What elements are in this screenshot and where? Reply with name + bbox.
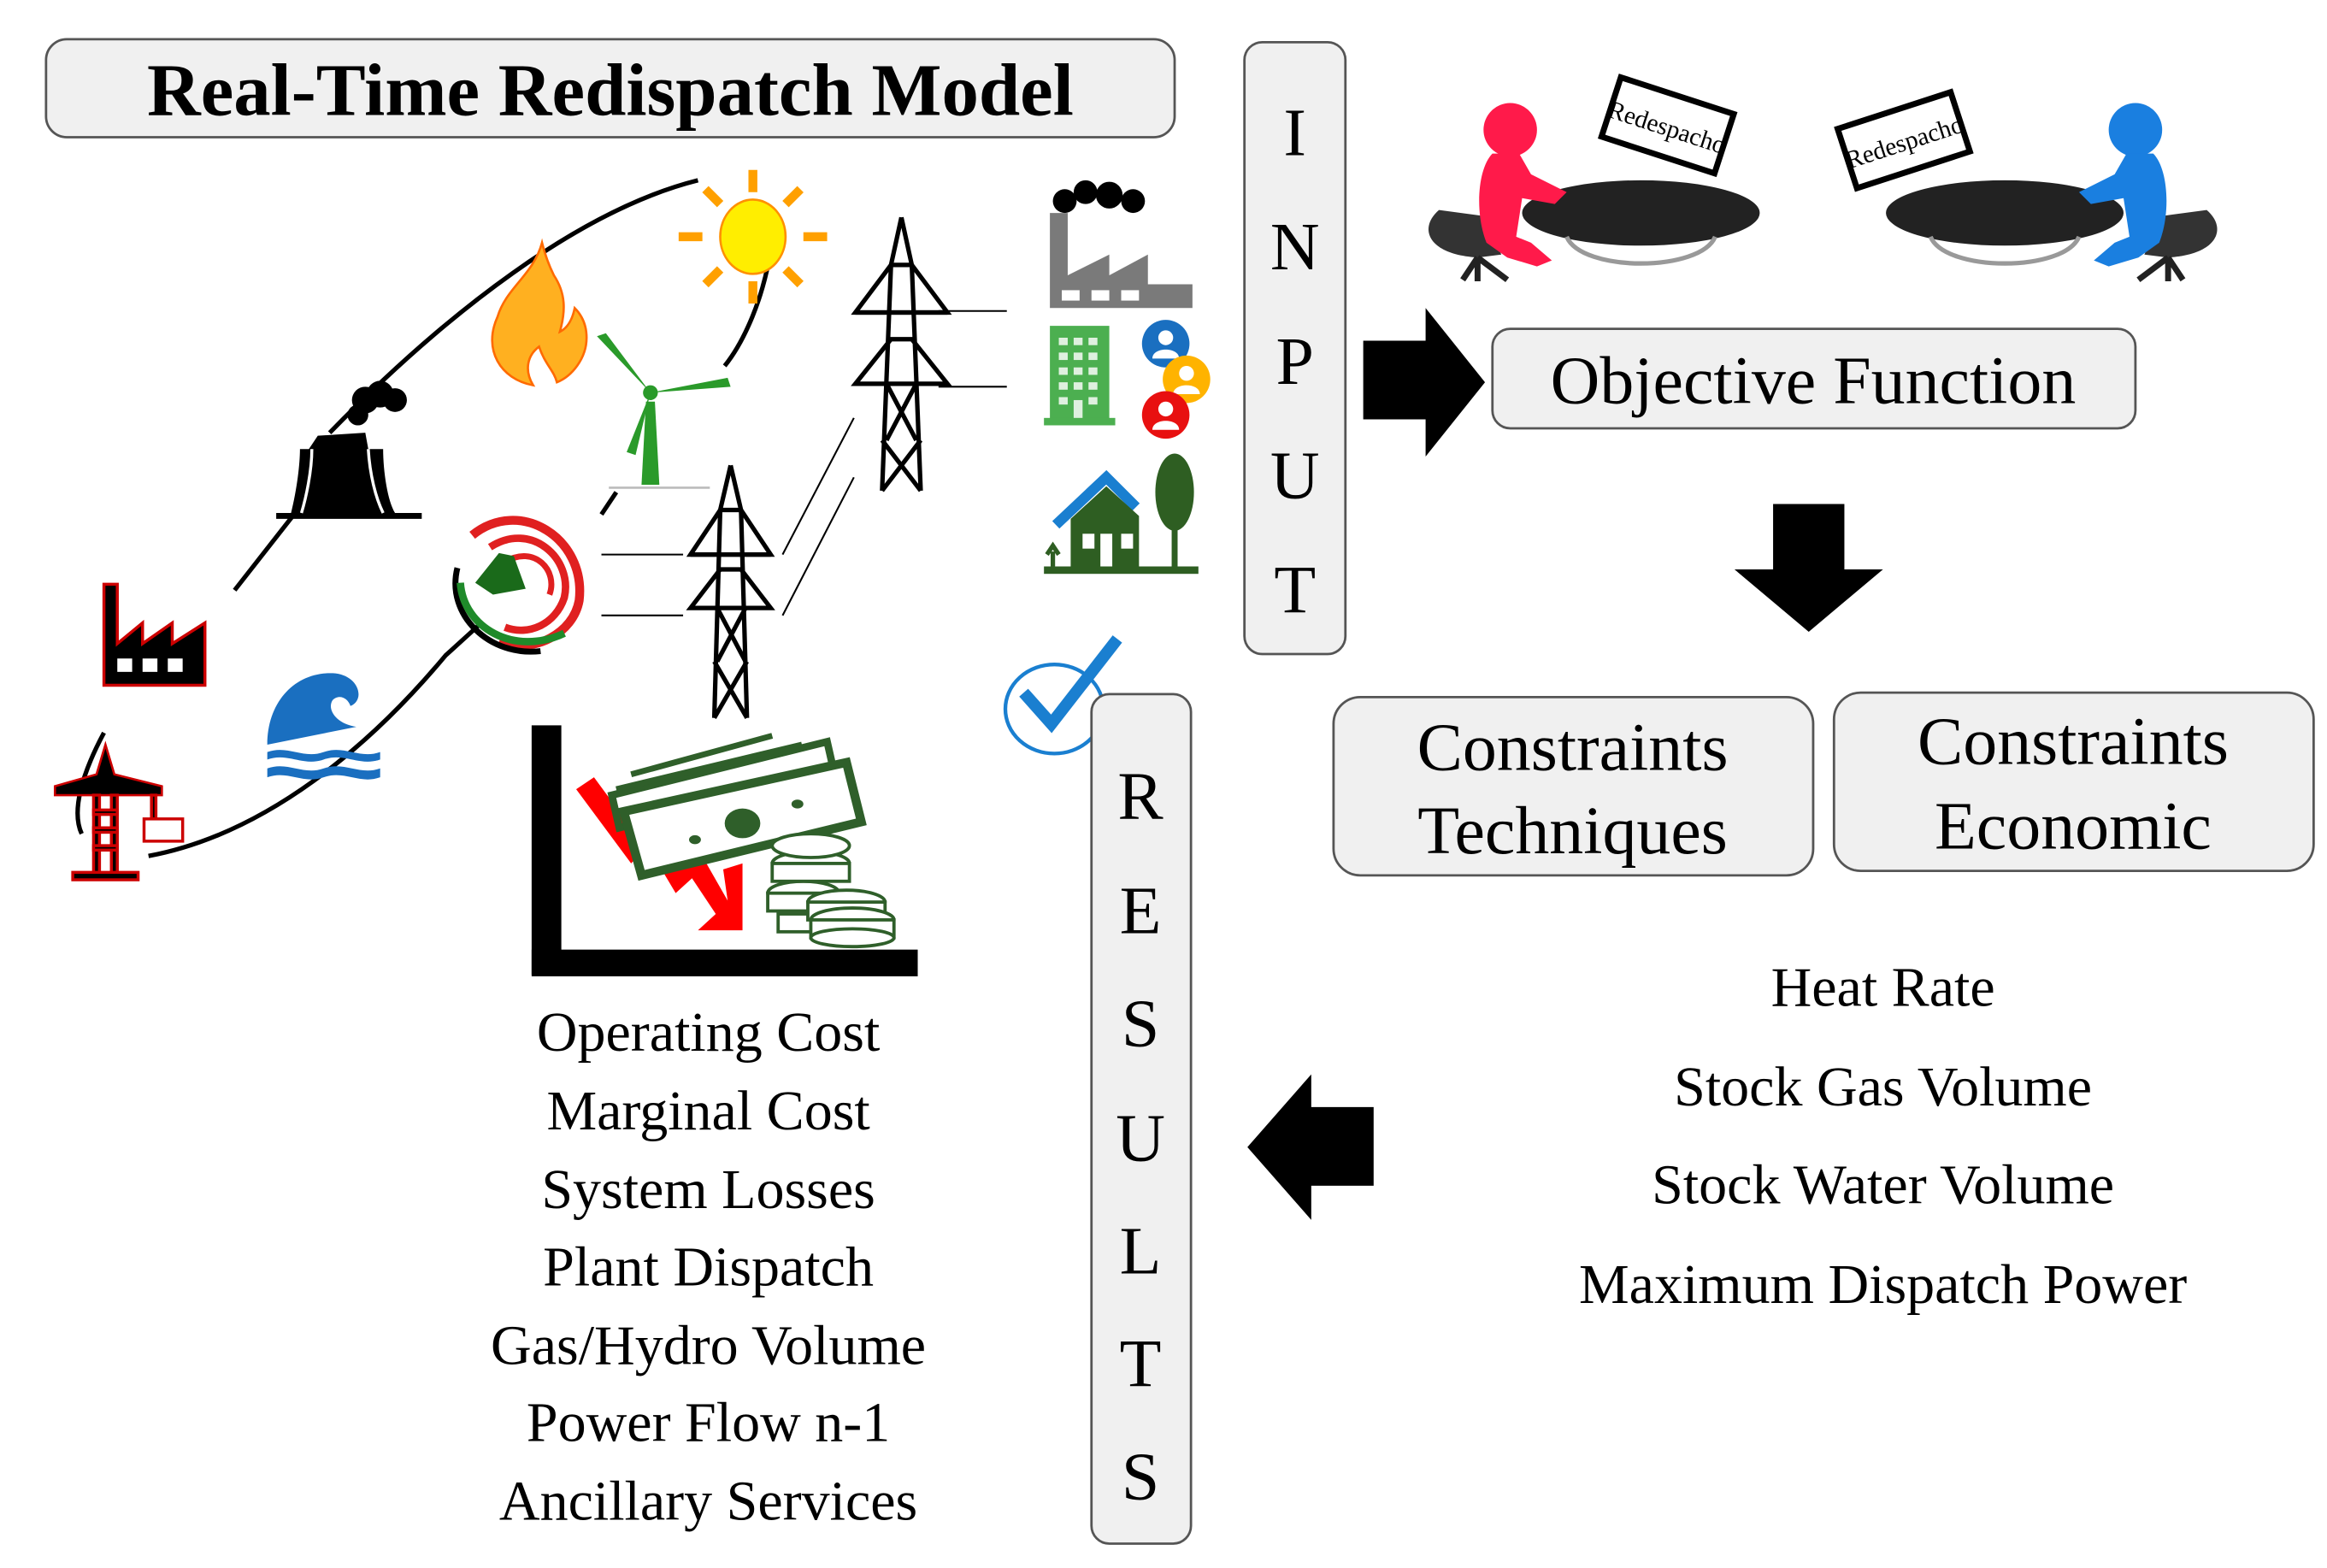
coins-icon — [766, 832, 896, 949]
constraints-economic-box: Constraints Economic — [1832, 691, 2315, 873]
operator-left-icon: Redespacho — [1429, 74, 1760, 283]
residential-house-icon — [1044, 453, 1199, 575]
result-item: Plant Dispatch — [543, 1235, 874, 1298]
transmission-tower-icon — [851, 216, 952, 492]
transmission-tower-icon — [686, 464, 775, 720]
results-letter: E — [1120, 874, 1162, 949]
constraint-item: Stock Gas Volume — [1674, 1056, 2092, 1118]
input-letter: I — [1283, 95, 1306, 170]
input-box: I N P U T — [1243, 40, 1347, 656]
result-items-list: Operating Cost Marginal Cost System Loss… — [491, 1001, 926, 1533]
tower-links — [601, 309, 1007, 616]
money-bills-icon — [607, 733, 867, 881]
input-letter: P — [1276, 324, 1314, 399]
results-letter: L — [1120, 1213, 1162, 1288]
constraint-item: Heat Rate — [1771, 957, 1995, 1019]
operator-right-icon: Redespacho — [1834, 88, 2218, 283]
input-letter: T — [1274, 552, 1316, 628]
customer-avatar-icon — [1141, 320, 1211, 439]
result-item: Gas/Hydro Volume — [491, 1314, 926, 1376]
result-item: System Losses — [541, 1158, 875, 1221]
constraints-techniques-frame — [1332, 695, 1815, 877]
generation-links — [75, 178, 775, 858]
title-text: Real-Time Redispatch Model — [147, 49, 1074, 131]
constraints-economic-frame — [1832, 691, 2315, 873]
constraint-item: Stock Water Volume — [1652, 1154, 2114, 1217]
arrow-left-icon — [1247, 1074, 1374, 1220]
thermal-plant-icon — [276, 380, 422, 519]
objective-function-label: Objective Function — [1551, 343, 2077, 418]
transmission-substation-icon — [53, 740, 185, 881]
input-letter: U — [1270, 439, 1320, 514]
results-letter: U — [1116, 1100, 1165, 1176]
results-letter: T — [1120, 1326, 1162, 1401]
constraint-item: Maximum Dispatch Power — [1579, 1253, 2187, 1316]
results-letter: S — [1122, 1439, 1159, 1514]
results-letter: R — [1117, 759, 1164, 834]
input-box-frame — [1243, 40, 1347, 656]
results-box: R E S U L T S — [1090, 693, 1193, 1545]
results-letter: S — [1122, 987, 1159, 1062]
industrial-factory-icon — [102, 582, 207, 687]
objective-function-box: Objective Function — [1491, 327, 2137, 430]
biomass-swirl-icon — [452, 516, 585, 655]
arrow-right-icon — [1363, 308, 1486, 457]
gas-flame-icon — [491, 238, 588, 387]
arrow-down-icon — [1734, 504, 1883, 632]
title-box-frame — [44, 38, 1176, 139]
objective-function-frame — [1491, 327, 2137, 430]
input-letter: N — [1270, 209, 1320, 285]
constraints-economic-line1: Constraints — [1918, 704, 2229, 780]
constraints-techniques-line2: Techniques — [1417, 793, 1728, 869]
hydro-wave-icon — [267, 673, 380, 780]
result-item: Marginal Cost — [546, 1080, 869, 1142]
link-wind-biomass — [599, 491, 619, 516]
constraints-economic-line2: Economic — [1935, 789, 2212, 864]
constraint-items-list: Heat Rate Stock Gas Volume Stock Water V… — [1579, 957, 2187, 1316]
solar-sun-icon — [678, 169, 828, 304]
wind-turbine-icon — [597, 333, 731, 489]
constraints-techniques-line1: Constraints — [1417, 710, 1729, 785]
title-box: Real-Time Redispatch Model — [44, 38, 1176, 139]
commercial-building-icon — [1044, 320, 1211, 439]
result-item: Ancillary Services — [499, 1471, 917, 1533]
constraints-techniques-box: Constraints Techniques — [1332, 695, 1815, 877]
result-item: Operating Cost — [537, 1001, 880, 1064]
industrial-load-icon — [1050, 180, 1193, 309]
result-item: Power Flow n-1 — [527, 1392, 890, 1454]
results-box-frame — [1090, 693, 1193, 1545]
